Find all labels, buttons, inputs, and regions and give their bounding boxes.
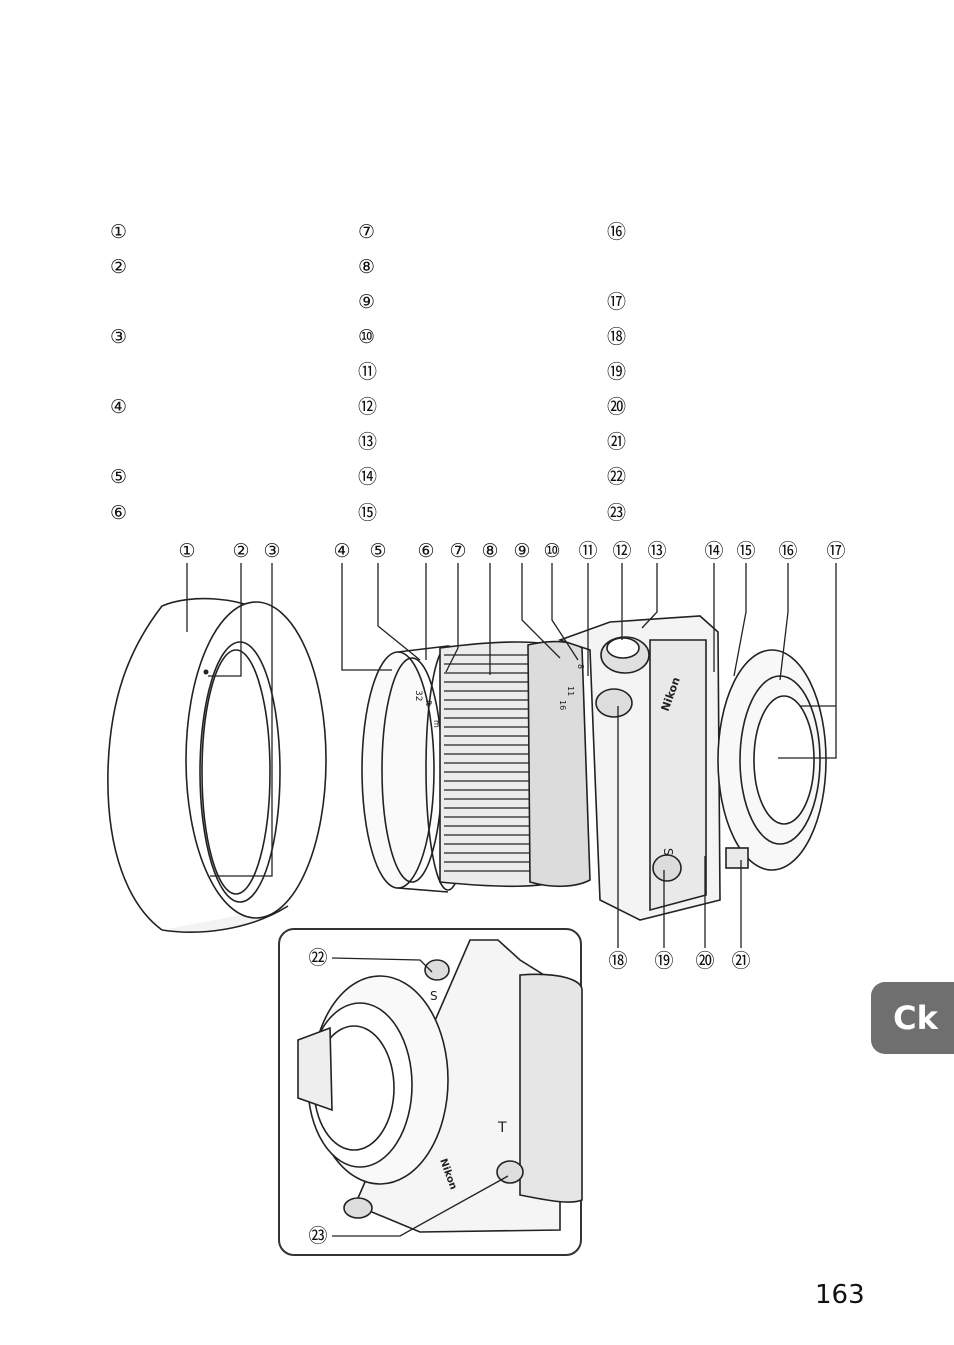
tilt-shift-mechanism [557,615,721,921]
legend-num-13: ⑬ [358,431,378,453]
callout-12: ⑫ [612,540,632,562]
legend-num-21: ㉑ [607,431,627,453]
m-mark: m [432,720,441,728]
aperture-ring [527,640,591,888]
legend-num-16: ⑯ [607,221,627,243]
legend-num-23: ㉓ [607,502,627,524]
callout-21: ㉑ [731,950,751,972]
callout-6: ⑥ [417,540,435,562]
leader-lines [186,563,837,1237]
aperture-mark-11: 11 [566,686,575,696]
callout-22: ㉒ [308,947,328,969]
legend-num-18: ⑱ [607,326,627,348]
callout-2: ② [232,540,250,562]
callout-16: ⑯ [778,540,798,562]
callout-23: ㉓ [308,1225,328,1247]
inset-lens-drawing [297,939,583,1233]
legend-num-6: ⑥ [110,502,128,524]
rear-mount [717,649,827,871]
legend-num-4: ④ [110,396,128,418]
legend-num-22: ㉒ [607,466,627,488]
legend-num-14: ⑭ [358,466,378,488]
legend-num-17: ⑰ [607,291,627,313]
legend-num-20: ⑳ [607,396,627,418]
legend-num-3: ③ [110,326,128,348]
callout-7: ⑦ [449,540,467,562]
callout-3: ③ [263,540,281,562]
lens-hood [107,597,327,933]
lens-front [361,645,471,893]
legend-num-8: ⑧ [358,256,376,278]
callout-10: ⑩ [543,540,561,562]
page-number: 163 [815,1280,865,1310]
callout-17: ⑰ [826,540,846,562]
shift-mark: S [661,848,675,856]
legend-num-7: ⑦ [358,221,376,243]
aperture-mark-8: 8 [576,664,585,669]
callout-14: ⑭ [704,540,724,562]
aperture-mark-32: 32 [413,690,423,701]
callout-18: ⑱ [608,950,628,972]
callout-9: ⑨ [513,540,531,562]
callout-8: ⑧ [481,540,499,562]
legend-num-9: ⑨ [358,291,376,313]
aperture-mark-16: 16 [558,700,567,710]
callout-5: ⑤ [369,540,387,562]
callout-4: ④ [333,540,351,562]
callout-11: ⑪ [578,540,598,562]
legend-num-19: ⑲ [607,361,627,383]
legend-num-15: ⑮ [358,502,378,524]
callout-20: ⑳ [695,950,715,972]
callout-1: ① [178,540,196,562]
legend-num-2: ② [110,256,128,278]
legend-num-5: ⑤ [110,466,128,488]
inset-tilt-mark: T [497,1120,507,1136]
legend-num-12: ⑫ [358,396,378,418]
callout-19: ⑲ [654,950,674,972]
legend-num-1: ① [110,221,128,243]
inset-shift-mark: S [430,989,438,1003]
legend-num-11: ⑪ [358,361,378,383]
language-tab: Ck [871,982,954,1054]
ft-mark: ft [424,700,433,706]
callout-13: ⑬ [647,540,667,562]
legend-num-10: ⑩ [358,326,376,348]
callout-15: ⑮ [736,540,756,562]
